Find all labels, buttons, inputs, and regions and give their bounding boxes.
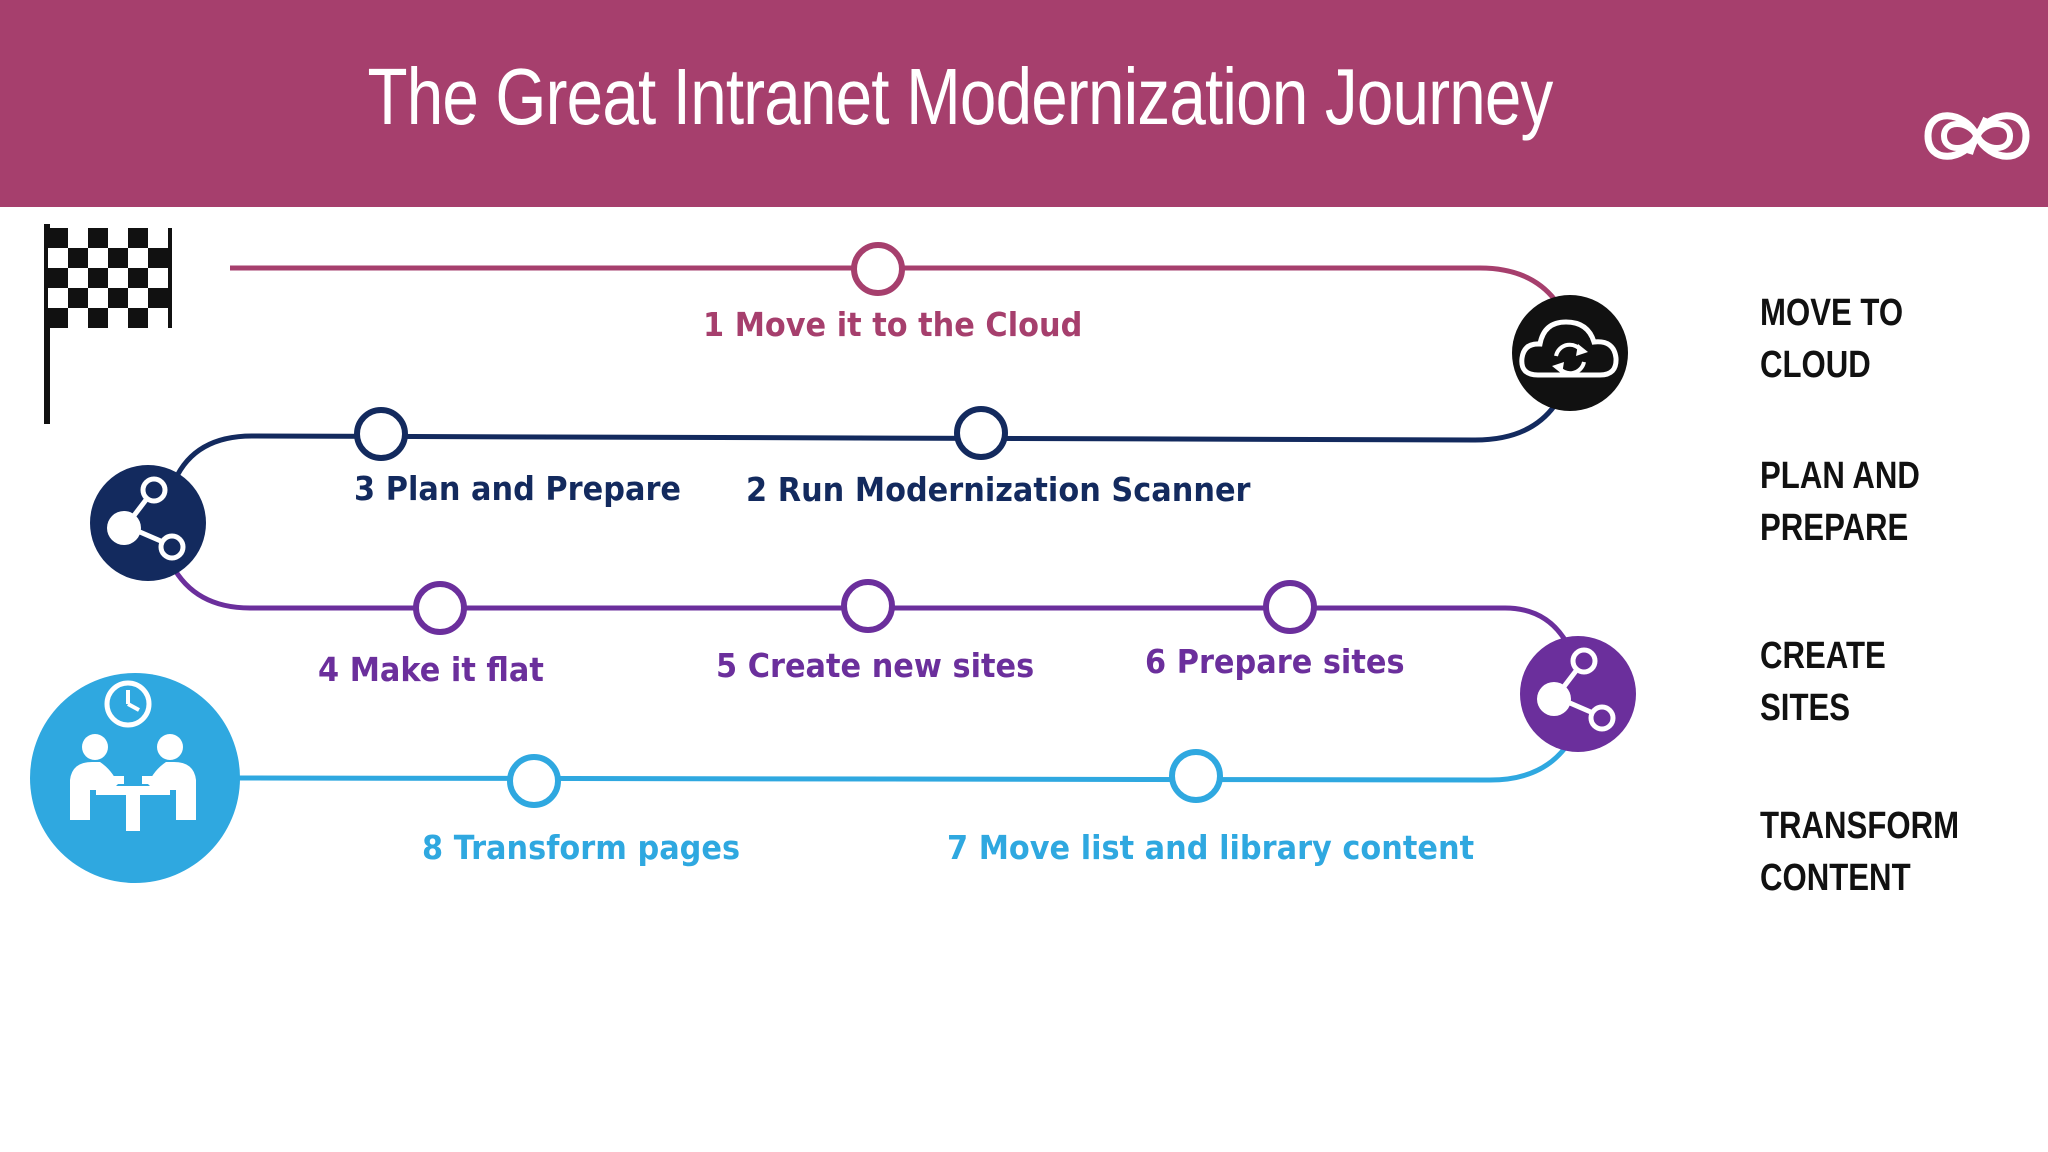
track-move-to-cloud (230, 265, 1557, 302)
station-1 (851, 242, 905, 296)
phase-line: CONTENT (1760, 857, 1911, 899)
station-3 (354, 407, 408, 461)
phase-line: CREATE (1760, 635, 1886, 677)
meeting-people-icon (30, 673, 240, 883)
step-label-1: 1 Move it to the Cloud (703, 305, 1083, 344)
station-6 (1263, 580, 1317, 634)
step-label-6: 6 Prepare sites (1145, 642, 1405, 681)
phase-line: SITES (1760, 687, 1851, 729)
phase-line: PLAN AND (1760, 455, 1920, 497)
station-2 (954, 406, 1008, 460)
infinity-logo-icon (1924, 112, 2030, 160)
station-7 (1169, 749, 1223, 803)
phase-line: PREPARE (1760, 507, 1909, 549)
track-plan-prepare (172, 403, 1558, 482)
track-create-sites (169, 563, 1568, 642)
share-nodes-icon (90, 465, 206, 581)
step-label-8: 8 Transform pages (422, 828, 741, 867)
station-5 (841, 579, 895, 633)
phase-create-sites: CREATE SITES (1760, 630, 1886, 734)
phase-line: TRANSFORM (1760, 805, 1960, 847)
share-nodes-icon (1520, 636, 1636, 752)
track-transform (237, 746, 1567, 783)
checkered-flag-icon (44, 224, 172, 424)
cloud-sync-icon (1512, 295, 1628, 411)
station-8 (507, 754, 561, 808)
header-bar: The Great Intranet Modernization Journey (0, 0, 2048, 207)
phase-line: MOVE TO (1760, 292, 1904, 334)
step-label-7: 7 Move list and library content (947, 828, 1475, 867)
phase-line: CLOUD (1760, 344, 1871, 386)
page-title: The Great Intranet Modernization Journey (367, 52, 1553, 141)
step-label-2: 2 Run Modernization Scanner (746, 470, 1251, 509)
step-label-5: 5 Create new sites (716, 646, 1035, 685)
step-label-3: 3 Plan and Prepare (354, 469, 682, 508)
phase-transform-content: TRANSFORM CONTENT (1760, 800, 1959, 904)
step-label-4: 4 Make it flat (318, 650, 544, 689)
phase-plan-prepare: PLAN AND PREPARE (1760, 450, 1920, 554)
phase-move-to-cloud: MOVE TO CLOUD (1760, 287, 1903, 391)
station-4 (413, 581, 467, 635)
